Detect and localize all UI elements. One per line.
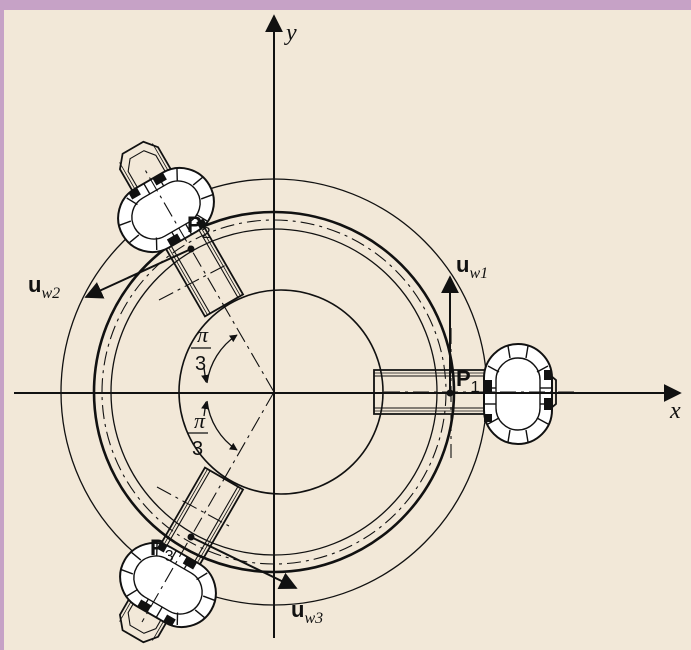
diagram-frame: x y P1 P2 P3 uw1 uw2 uw3 π 3 π 3	[4, 10, 691, 650]
angle-lower-label: π 3	[188, 408, 208, 460]
vector-uw1-label: uw1	[456, 252, 488, 282]
vector-uw2-arrow	[84, 248, 192, 299]
axis-lines	[14, 14, 682, 638]
angle-lower-denominator: 3	[192, 438, 203, 460]
angle-lower-numerator: π	[194, 408, 206, 433]
angle-upper-numerator: π	[197, 322, 209, 347]
y-axis-label: y	[284, 20, 297, 46]
vector-uw3-arrow	[190, 536, 298, 590]
point-p1-label: P1	[456, 366, 480, 396]
x-axis-label: x	[669, 398, 681, 424]
angle-upper-denominator: 3	[195, 353, 206, 375]
angle-arcs	[201, 334, 238, 451]
robot-diagram: x y P1 P2 P3 uw1 uw2 uw3 π 3 π 3	[14, 14, 682, 649]
angle-upper-label: π 3	[191, 322, 211, 375]
velocity-vectors	[84, 248, 459, 590]
vector-uw2-label: uw2	[28, 272, 60, 302]
point-p2-label: P2	[187, 212, 211, 242]
vector-uw3-label: uw3	[291, 597, 323, 627]
point-p3-label: P3	[150, 535, 174, 565]
wheel-2	[104, 154, 228, 266]
